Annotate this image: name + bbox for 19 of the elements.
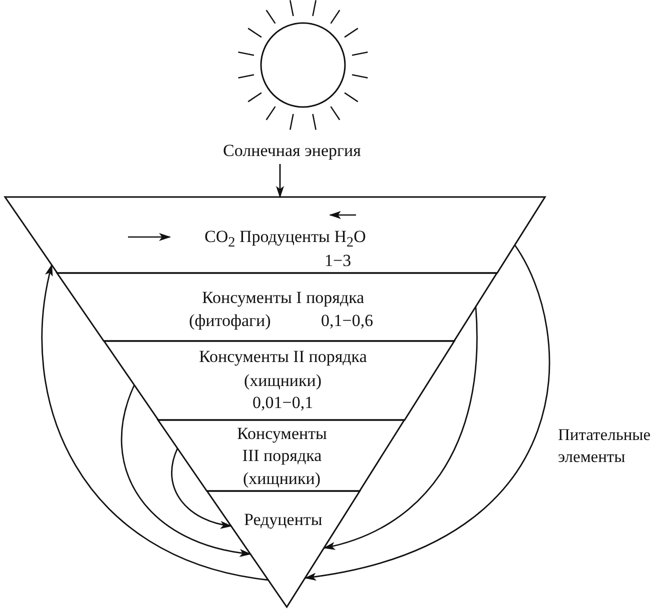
energy-label: Солнечная энергия	[223, 140, 361, 162]
level-name: Консументы II порядка	[198, 346, 367, 368]
arrow	[323, 306, 478, 550]
arrow	[304, 244, 550, 580]
arrow	[276, 164, 284, 198]
level-note: (фитофаги)	[188, 310, 271, 332]
level-name: Редуценты	[244, 509, 322, 531]
level-note: (хищники)	[242, 468, 321, 490]
arrow	[41, 264, 269, 581]
level-note: 1−3	[324, 250, 352, 272]
arrow	[171, 448, 232, 528]
level-note: 0,01−0,1	[252, 392, 314, 414]
level-name: CO$_{2}$ Продуценты H$_{2}$O	[204, 226, 366, 252]
level-name: Консументы III порядка	[236, 423, 328, 467]
level-note: (хищники)	[244, 370, 322, 392]
arrow	[121, 384, 252, 556]
level-name: Консументы I порядка	[202, 287, 364, 309]
nutrients-label: Питательные элементы	[558, 424, 652, 468]
level-note: 0,1−0,6	[320, 310, 374, 332]
